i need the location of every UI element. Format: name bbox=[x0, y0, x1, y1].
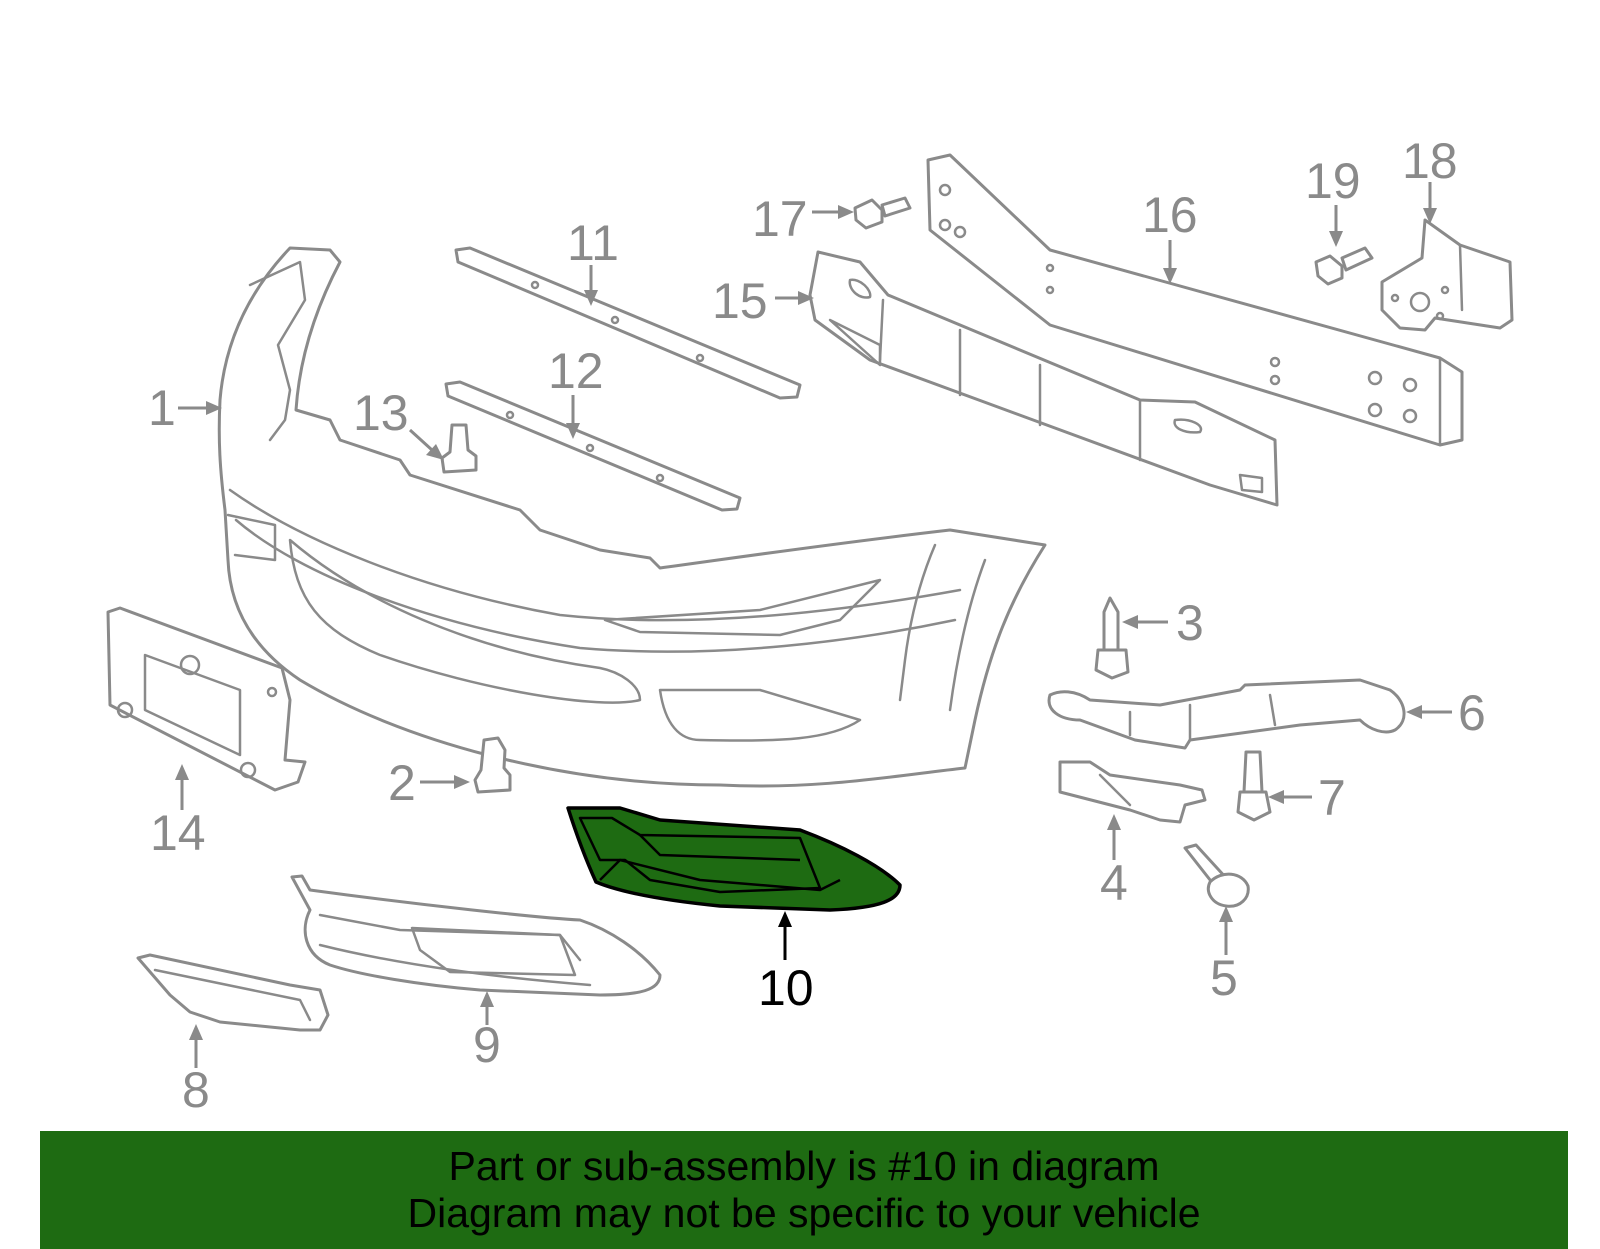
callout-15: 15 bbox=[712, 273, 814, 329]
parts-diagram: 1 2 3 4 5 6 7 8 9 10 bbox=[106, 133, 1514, 1118]
part-1-bumper-cover[interactable] bbox=[217, 246, 1047, 788]
callout-label: 16 bbox=[1142, 187, 1198, 243]
callout-12: 12 bbox=[548, 343, 604, 439]
part-10-highlighted[interactable] bbox=[566, 806, 902, 912]
callout-label: 17 bbox=[752, 191, 808, 247]
callout-18: 18 bbox=[1402, 133, 1458, 224]
callout-1: 1 bbox=[148, 380, 222, 436]
callout-label: 10 bbox=[758, 960, 814, 1016]
callout-label: 18 bbox=[1402, 133, 1458, 189]
callout-label: 15 bbox=[712, 273, 768, 329]
callout-13: 13 bbox=[353, 385, 444, 460]
part-8-molding[interactable] bbox=[136, 953, 330, 1032]
callout-label: 19 bbox=[1305, 153, 1361, 209]
banner-line-part: Part or sub-assembly is #10 in diagram bbox=[448, 1143, 1160, 1189]
part-13-push-clip[interactable] bbox=[440, 423, 478, 474]
callout-label: 9 bbox=[473, 1017, 501, 1073]
callout-label: 12 bbox=[548, 343, 604, 399]
callout-16: 16 bbox=[1142, 187, 1198, 284]
callout-label: 5 bbox=[1210, 950, 1238, 1006]
callout-10: 10 bbox=[758, 911, 814, 1016]
banner-line-disclaimer: Diagram may not be specific to your vehi… bbox=[407, 1190, 1201, 1236]
callout-label: 1 bbox=[148, 380, 176, 436]
part-12-lower-strip[interactable] bbox=[444, 380, 742, 512]
callout-19: 19 bbox=[1305, 153, 1361, 247]
callout-14: 14 bbox=[150, 764, 206, 861]
part-17-bolt[interactable] bbox=[853, 196, 912, 230]
callout-6: 6 bbox=[1406, 685, 1486, 741]
callout-11: 11 bbox=[567, 215, 619, 306]
part-5-screw[interactable] bbox=[1183, 843, 1250, 908]
callout-label: 11 bbox=[567, 215, 619, 271]
callout-3: 3 bbox=[1122, 595, 1204, 651]
callout-label: 8 bbox=[182, 1062, 210, 1118]
callout-4: 4 bbox=[1100, 814, 1128, 911]
callout-label: 14 bbox=[150, 805, 206, 861]
callout-label: 4 bbox=[1100, 855, 1128, 911]
part-11-upper-strip[interactable] bbox=[454, 246, 802, 400]
part-7-bolt[interactable] bbox=[1236, 750, 1272, 822]
part-19-bolt[interactable] bbox=[1314, 246, 1374, 286]
part-15-energy-absorber[interactable] bbox=[808, 250, 1279, 507]
part-18-bracket[interactable] bbox=[1380, 218, 1514, 332]
part-3-bolt[interactable] bbox=[1094, 596, 1130, 680]
callout-2: 2 bbox=[388, 755, 470, 811]
callout-label: 2 bbox=[388, 755, 416, 811]
callout-label: 13 bbox=[353, 385, 409, 441]
part-2-clip[interactable] bbox=[473, 736, 512, 794]
callout-17: 17 bbox=[752, 191, 854, 247]
callout-7: 7 bbox=[1268, 770, 1346, 826]
info-banner: Part or sub-assembly is #10 in diagram D… bbox=[40, 1131, 1568, 1249]
part-4-bracket[interactable] bbox=[1058, 760, 1207, 824]
callout-label: 3 bbox=[1176, 595, 1204, 651]
part-14-license-bracket[interactable] bbox=[106, 606, 307, 792]
callout-label: 6 bbox=[1458, 685, 1486, 741]
part-16-reinforcement[interactable] bbox=[926, 153, 1464, 447]
callout-8: 8 bbox=[182, 1024, 210, 1118]
callout-label: 7 bbox=[1318, 770, 1346, 826]
callout-5: 5 bbox=[1210, 906, 1238, 1006]
callout-9: 9 bbox=[473, 991, 501, 1073]
part-9-bezel[interactable] bbox=[290, 874, 662, 997]
part-6-side-bracket[interactable] bbox=[1047, 678, 1406, 750]
